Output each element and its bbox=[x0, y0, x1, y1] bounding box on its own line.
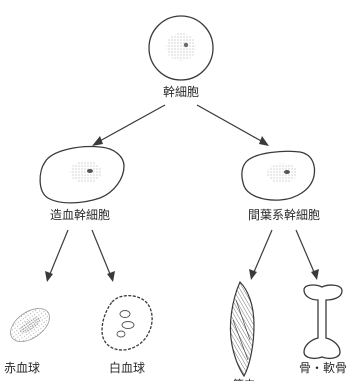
white-blood-cell-nucleus-lobe-2 bbox=[122, 322, 134, 329]
arrow-root-to-hematopoietic bbox=[92, 105, 165, 146]
hematopoietic-stem-cell-label: 造血幹細胞 bbox=[50, 207, 110, 222]
bone-cartilage bbox=[304, 285, 342, 358]
hematopoietic-stem-cell-nucleus bbox=[70, 161, 102, 183]
bone-cartilage-label: 骨・軟骨 bbox=[299, 360, 347, 375]
arrow-root-to-mesenchymal bbox=[197, 105, 269, 146]
hematopoietic-stem-cell-nucleolus bbox=[87, 169, 93, 173]
arrow-hematopoietic-to-white-blood-cell bbox=[92, 230, 115, 282]
white-blood-cell-nucleus-lobe-1 bbox=[120, 311, 130, 318]
arrow-hematopoietic-to-red-blood-cell bbox=[45, 230, 68, 282]
muscle-cell bbox=[230, 282, 254, 376]
stem-cell bbox=[149, 16, 213, 80]
white-blood-cell bbox=[102, 296, 152, 350]
red-blood-cell-label: 赤血球 bbox=[4, 361, 40, 375]
mesenchymal-stem-cell-label: 間葉系幹細胞 bbox=[248, 207, 320, 222]
white-blood-cell-label: 白血球 bbox=[109, 360, 145, 375]
arrow-mesenchymal-to-muscle bbox=[249, 230, 272, 280]
bone-outline bbox=[304, 285, 342, 358]
stem-cell-nucleus bbox=[166, 33, 196, 61]
mesenchymal-stem-cell-nucleus bbox=[267, 163, 297, 183]
mesenchymal-stem-cell-nucleolus bbox=[284, 170, 290, 174]
stem-cell-label: 幹細胞 bbox=[163, 84, 199, 99]
muscle-cell-outline bbox=[230, 282, 254, 376]
muscle-label: 筋肉 bbox=[233, 377, 255, 381]
red-blood-cell bbox=[5, 302, 56, 349]
mesenchymal-stem-cell bbox=[242, 151, 315, 200]
hematopoietic-stem-cell bbox=[40, 147, 124, 203]
stem-cell-nucleolus bbox=[184, 43, 188, 47]
white-blood-cell-nucleus-lobe-3 bbox=[117, 331, 125, 337]
arrow-mesenchymal-to-bone bbox=[296, 230, 319, 280]
